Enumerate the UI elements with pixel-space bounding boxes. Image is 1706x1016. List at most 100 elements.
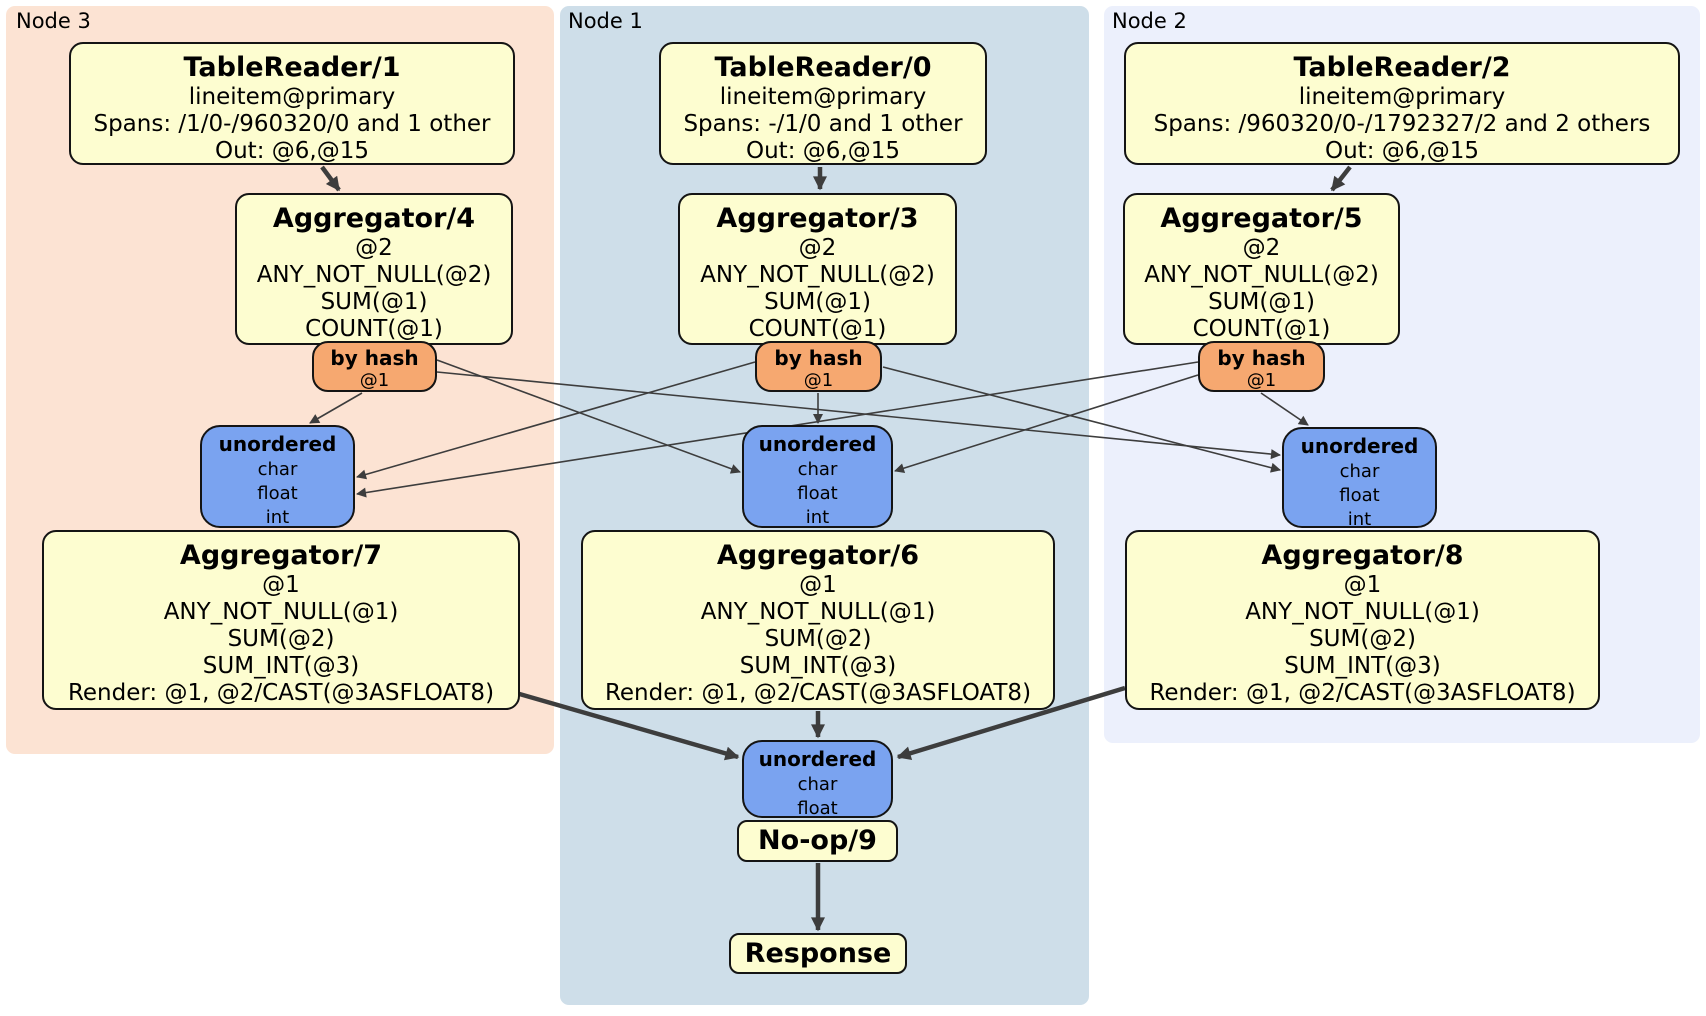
noop-9-title: No-op/9	[758, 825, 877, 856]
aggregator-7-fn2: SUM(@2)	[227, 626, 335, 652]
unordered-sync-8: unordered char float int	[1282, 427, 1437, 530]
aggregator-5-title: Aggregator/5	[1160, 203, 1363, 234]
edge-router3-sync7	[356, 361, 756, 480]
unordered-sync-8-col1: char	[1339, 461, 1380, 482]
aggregator-5-fn1: ANY_NOT_NULL(@2)	[1144, 262, 1379, 288]
node3-region-label: Node 3	[16, 9, 91, 33]
node2-region-label: Node 2	[1112, 9, 1187, 33]
hash-router-3: by hash @1	[755, 341, 882, 392]
tablereader-1-title: TableReader/1	[183, 52, 401, 83]
edge-tr2-agg5	[1330, 165, 1352, 192]
aggregator-8-fn2: SUM(@2)	[1309, 626, 1416, 652]
response-node: Response	[729, 933, 907, 974]
edge-router3-sync8	[882, 366, 1281, 473]
hash-router-5-title: by hash	[1217, 346, 1306, 370]
unordered-sync-7-col1: char	[257, 459, 298, 480]
aggregator-5-fn3: COUNT(@1)	[1192, 316, 1331, 342]
edge-router4-sync8	[436, 371, 1281, 460]
unordered-sync-final-col1: char	[797, 774, 838, 795]
tablereader-0-title: TableReader/0	[714, 52, 932, 83]
hash-router-3-title: by hash	[774, 346, 863, 370]
unordered-sync-6: unordered char float int	[742, 425, 893, 528]
aggregator-4-fn2: SUM(@1)	[320, 289, 428, 315]
aggregator-3-title: Aggregator/3	[716, 203, 919, 234]
hash-router-4: by hash @1	[312, 341, 437, 392]
aggregator-4-node: Aggregator/4 @2 ANY_NOT_NULL(@2) SUM(@1)…	[235, 193, 513, 345]
aggregator-6-fn2: SUM(@2)	[764, 626, 872, 652]
unordered-sync-final-title: unordered	[758, 747, 877, 771]
edge-tr1-agg4	[320, 165, 341, 192]
aggregator-6-fn1: ANY_NOT_NULL(@1)	[700, 599, 936, 625]
response-title: Response	[744, 938, 892, 969]
unordered-sync-7-col2: float	[257, 483, 298, 504]
hash-router-3-key: @1	[803, 370, 834, 391]
aggregator-8-fn3: SUM_INT(@3)	[1284, 653, 1441, 679]
tablereader-0-out: Out: @6,@15	[746, 138, 900, 164]
tablereader-0-index: lineitem@primary	[719, 84, 927, 110]
unordered-sync-6-title: unordered	[758, 432, 877, 456]
aggregator-8-fn1: ANY_NOT_NULL(@1)	[1245, 599, 1480, 625]
tablereader-1-out: Out: @6,@15	[215, 138, 369, 164]
unordered-sync-8-col3: int	[1347, 509, 1372, 530]
aggregator-7-fn1: ANY_NOT_NULL(@1)	[163, 599, 399, 625]
unordered-sync-7-title: unordered	[218, 432, 337, 456]
edge-agg8-sync	[896, 685, 1126, 761]
aggregator-7-node: Aggregator/7 @1 ANY_NOT_NULL(@1) SUM(@2)…	[42, 530, 520, 710]
edge-router4-sync7	[309, 392, 363, 424]
tablereader-1-node: TableReader/1 lineitem@primary Spans: /1…	[69, 42, 515, 165]
tablereader-0-spans: Spans: -/1/0 and 1 other	[683, 111, 963, 137]
tablereader-2-node: TableReader/2 lineitem@primary Spans: /9…	[1124, 42, 1680, 165]
aggregator-6-render: Render: @1, @2/CAST(@3ASFLOAT8)	[604, 680, 1032, 706]
aggregator-7-group: @1	[262, 572, 300, 598]
unordered-sync-final-col2: float	[797, 798, 838, 819]
unordered-sync-8-title: unordered	[1300, 434, 1419, 458]
edge-agg7-sync	[515, 690, 740, 761]
aggregator-3-node: Aggregator/3 @2 ANY_NOT_NULL(@2) SUM(@1)…	[678, 193, 957, 345]
unordered-sync-8-col2: float	[1339, 485, 1380, 506]
aggregator-3-fn3: COUNT(@1)	[748, 316, 887, 342]
unordered-sync-6-col3: int	[805, 507, 830, 528]
noop-9-node: No-op/9	[737, 820, 898, 862]
tablereader-2-out: Out: @6,@15	[1325, 138, 1479, 164]
aggregator-8-render: Render: @1, @2/CAST(@3ASFLOAT8)	[1149, 680, 1576, 706]
tablereader-2-title: TableReader/2	[1293, 52, 1511, 83]
tablereader-0-node: TableReader/0 lineitem@primary Spans: -/…	[659, 42, 987, 165]
edge-router4-sync6	[436, 359, 741, 474]
hash-router-5-key: @1	[1246, 370, 1277, 391]
aggregator-6-group: @1	[799, 572, 837, 598]
aggregator-6-fn3: SUM_INT(@3)	[739, 653, 897, 679]
node1-region-label: Node 1	[568, 9, 643, 33]
aggregator-8-title: Aggregator/8	[1261, 540, 1464, 571]
edge-router5-sync8	[1260, 392, 1309, 426]
aggregator-4-group: @2	[355, 235, 393, 261]
tablereader-2-spans: Spans: /960320/0-/1792327/2 and 2 others	[1153, 111, 1651, 137]
aggregator-5-group: @2	[1242, 235, 1281, 261]
aggregator-8-node: Aggregator/8 @1 ANY_NOT_NULL(@1) SUM(@2)…	[1125, 530, 1600, 710]
aggregator-5-fn2: SUM(@1)	[1208, 289, 1315, 315]
aggregator-3-fn2: SUM(@1)	[764, 289, 871, 315]
hash-router-4-key: @1	[359, 370, 390, 391]
aggregator-6-node: Aggregator/6 @1 ANY_NOT_NULL(@1) SUM(@2)…	[581, 530, 1055, 710]
aggregator-4-title: Aggregator/4	[272, 203, 476, 234]
aggregator-4-fn3: COUNT(@1)	[305, 316, 443, 342]
aggregator-4-fn1: ANY_NOT_NULL(@2)	[256, 262, 492, 288]
unordered-sync-7: unordered char float int	[200, 425, 355, 528]
hash-router-4-title: by hash	[330, 346, 419, 370]
unordered-sync-6-col1: char	[797, 459, 838, 480]
tablereader-1-index: lineitem@primary	[188, 84, 396, 110]
aggregator-6-title: Aggregator/6	[716, 540, 920, 571]
tablereader-1-spans: Spans: /1/0-/960320/0 and 1 other	[93, 111, 491, 137]
tablereader-2-index: lineitem@primary	[1298, 84, 1506, 110]
hash-router-5: by hash @1	[1198, 341, 1325, 392]
aggregator-3-fn1: ANY_NOT_NULL(@2)	[700, 262, 935, 288]
aggregator-7-title: Aggregator/7	[179, 540, 383, 571]
unordered-sync-final: unordered char float	[742, 740, 893, 819]
unordered-sync-7-col3: int	[265, 507, 290, 528]
aggregator-8-group: @1	[1343, 572, 1382, 598]
edge-router5-sync6	[894, 374, 1199, 474]
aggregator-5-node: Aggregator/5 @2 ANY_NOT_NULL(@2) SUM(@1)…	[1123, 193, 1400, 345]
unordered-sync-6-col2: float	[797, 483, 838, 504]
aggregator-3-group: @2	[798, 235, 837, 261]
